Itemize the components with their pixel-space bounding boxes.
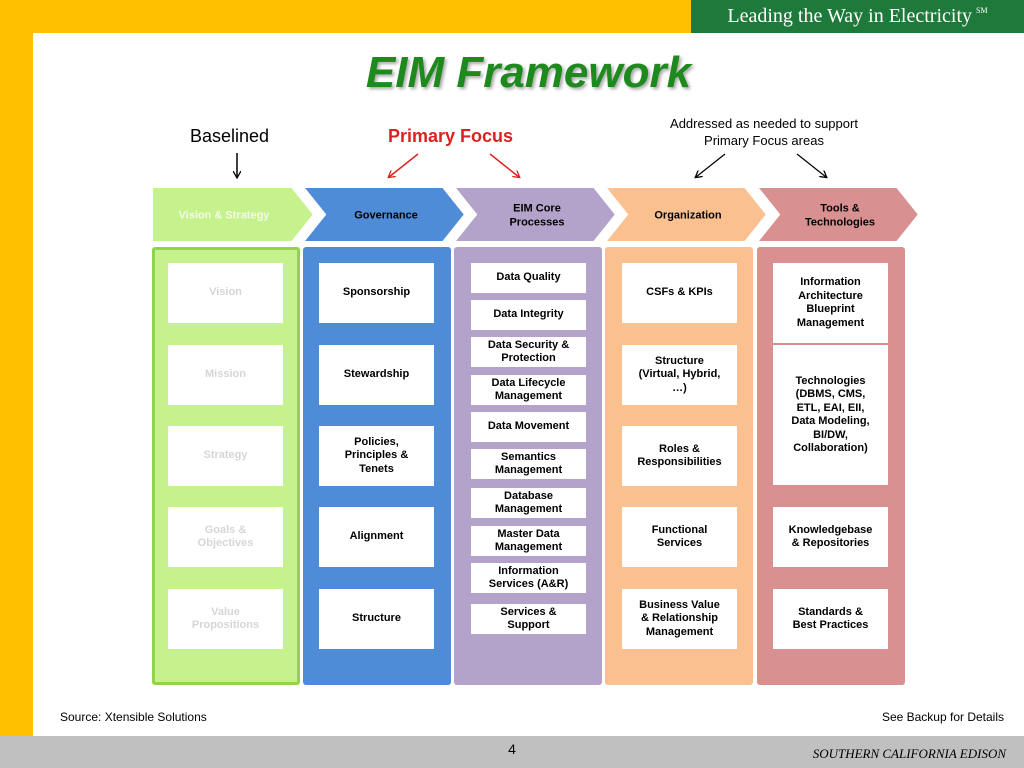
cell-core-9: Information Services (A&R) xyxy=(471,563,586,593)
chevron-governance xyxy=(300,186,467,243)
bottom-bar xyxy=(0,736,1024,768)
chevron-vision xyxy=(151,186,316,243)
cell-core-7: Database Management xyxy=(471,488,586,518)
cell-organization-1: CSFs & KPIs xyxy=(622,263,737,323)
cell-governance-5: Structure xyxy=(319,589,434,649)
primary-focus-arrow-left xyxy=(389,153,419,177)
tagline-text: Leading the Way in Electricity xyxy=(727,5,973,27)
primary-focus-arrow-right xyxy=(489,153,519,177)
cell-tools-2: Technologies (DBMS, CMS, ETL, EAI, EII, … xyxy=(773,345,888,485)
cell-governance-3: Policies, Principles & Tenets xyxy=(319,426,434,486)
cell-vision-3: Strategy xyxy=(168,426,283,486)
cell-organization-2: Structure (Virtual, Hybrid, …) xyxy=(622,345,737,405)
service-mark: SM xyxy=(976,6,988,15)
baselined-label: Baselined xyxy=(190,126,270,146)
page-number: 4 xyxy=(508,741,516,757)
cell-governance-1: Sponsorship xyxy=(319,263,434,323)
chevron-label-vision: Vision & Strategy xyxy=(179,210,271,222)
company-name: SOUTHERN CALIFORNIA EDISON xyxy=(812,746,1006,761)
chevron-label-tools: Tools &Technologies xyxy=(805,203,875,229)
cell-organization-3: Roles & Responsibilities xyxy=(622,426,737,486)
cell-governance-2: Stewardship xyxy=(319,345,434,405)
cell-organization-4: Functional Services xyxy=(622,507,737,567)
cell-core-5: Data Movement xyxy=(471,412,586,442)
cell-core-3: Data Security & Protection xyxy=(471,337,586,367)
backup-link[interactable]: See Backup for Details xyxy=(881,710,1004,724)
cell-core-4: Data Lifecycle Management xyxy=(471,375,586,405)
cell-tools-3: Knowledgebase & Repositories xyxy=(773,507,888,567)
chevron-organization xyxy=(602,186,769,243)
page-title: EIM Framework xyxy=(365,48,692,97)
cell-organization-5: Business Value & Relationship Management xyxy=(622,589,737,649)
cell-vision-5: Value Propositions xyxy=(168,589,283,649)
cell-vision-4: Goals & Objectives xyxy=(168,507,283,567)
cell-vision-2: Mission xyxy=(168,345,283,405)
addressed-arrow-left xyxy=(696,153,726,177)
cell-core-10: Services & Support xyxy=(471,604,586,634)
cell-vision-1: Vision xyxy=(168,263,283,323)
cell-core-1: Data Quality xyxy=(471,263,586,293)
cell-tools-1: Information Architecture Blueprint Manag… xyxy=(773,263,888,343)
chevron-label-governance: Governance xyxy=(354,210,418,222)
chevron-tools xyxy=(754,186,921,243)
addressed-label: Addressed as needed to support Primary F… xyxy=(670,116,858,148)
cell-core-6: Semantics Management xyxy=(471,449,586,479)
left-bar xyxy=(0,0,33,736)
chevron-core xyxy=(451,186,618,243)
addressed-arrow-right xyxy=(796,153,826,177)
cell-tools-4: Standards & Best Practices xyxy=(773,589,888,649)
cell-governance-4: Alignment xyxy=(319,507,434,567)
cell-core-8: Master Data Management xyxy=(471,526,586,556)
cell-core-2: Data Integrity xyxy=(471,300,586,330)
chevron-label-organization: Organization xyxy=(654,210,722,222)
primary-focus-label: Primary Focus xyxy=(388,126,514,146)
source-note: Source: Xtensible Solutions xyxy=(60,710,207,724)
